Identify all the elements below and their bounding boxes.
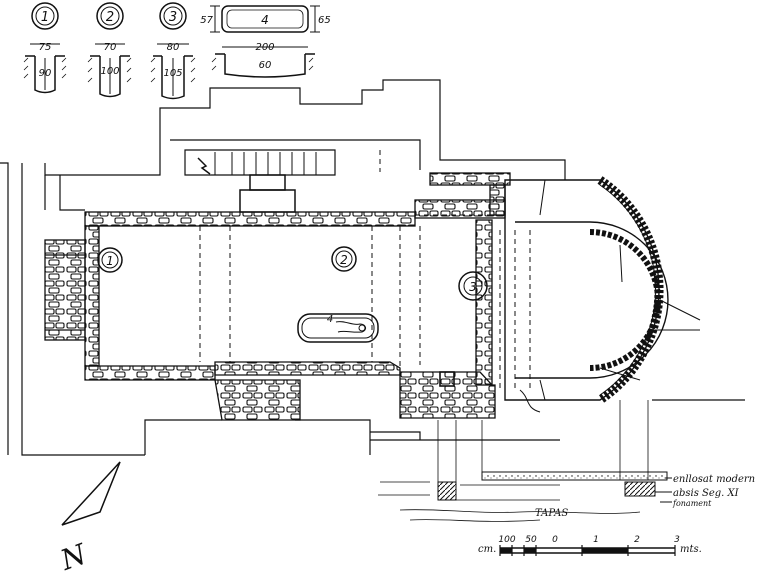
nave-walls <box>44 172 511 421</box>
plan-marker-1: 1 <box>97 247 123 273</box>
section-label-tapas: TAPAS <box>535 508 568 519</box>
north-arrow: N <box>55 461 121 576</box>
plan-marker-2: 2 <box>331 246 357 272</box>
scale-tick-0: 0 <box>552 535 558 545</box>
scale-unit-right: mts. <box>680 544 702 555</box>
dashed-divisions <box>199 150 531 390</box>
tomb-1-depth: 90 <box>39 68 52 79</box>
tomb-4-length: 200 <box>255 42 274 53</box>
scale-tick-3: 3 <box>674 535 680 545</box>
scale-tick-100: 100 <box>498 535 515 545</box>
plan-marker-1-label: 1 <box>106 254 114 268</box>
apse <box>504 176 701 413</box>
tomb-3-depth: 105 <box>163 68 182 79</box>
tomb-detail-4: 4 57 65 200 60 <box>200 5 331 78</box>
tomb-2-depth: 100 <box>100 66 119 77</box>
scale-tick-1: 1 <box>593 535 599 545</box>
plan-marker-4-burial: 4 <box>297 313 379 343</box>
tomb-3-width: 80 <box>167 42 180 53</box>
tomb-2-width: 70 <box>104 42 117 53</box>
tomb-4-height-right: 65 <box>318 15 331 26</box>
plan-marker-2-label: 2 <box>340 253 348 267</box>
section-elevation: enllosat modern absis Seg. XI fonament T… <box>378 400 755 522</box>
tomb-4-height-left: 57 <box>200 15 213 26</box>
section-label-foundation: fonament <box>672 499 712 508</box>
scale-bar: cm. 100 50 0 1 2 3 mts. <box>478 535 702 556</box>
outer-boundary-lines <box>0 79 745 456</box>
tomb-3-label: 3 <box>169 10 177 25</box>
tomb-1-label: 1 <box>41 10 49 25</box>
section-label-apse: absis Seg. XI <box>673 488 740 499</box>
tomb-2-label: 2 <box>106 10 114 25</box>
tomb-4-width: 60 <box>259 60 272 71</box>
scale-tick-2: 2 <box>634 535 640 545</box>
tomb-detail-1: 1 75 90 <box>23 2 67 94</box>
plan-marker-4-label: 4 <box>327 314 333 325</box>
tomb-1-width: 75 <box>39 42 52 53</box>
plan-marker-3: 3 <box>458 271 488 301</box>
plan-marker-3-label: 3 <box>469 280 477 294</box>
section-label-floor: enllosat modern <box>673 474 755 485</box>
tomb-4-label: 4 <box>261 13 269 27</box>
tomb-detail-3: 3 80 105 <box>150 2 196 100</box>
scale-tick-50: 50 <box>525 535 537 545</box>
north-stairs <box>197 152 317 213</box>
north-label: N <box>55 537 92 576</box>
scale-unit-left: cm. <box>478 544 496 555</box>
tomb-detail-2: 2 70 100 <box>87 2 132 98</box>
